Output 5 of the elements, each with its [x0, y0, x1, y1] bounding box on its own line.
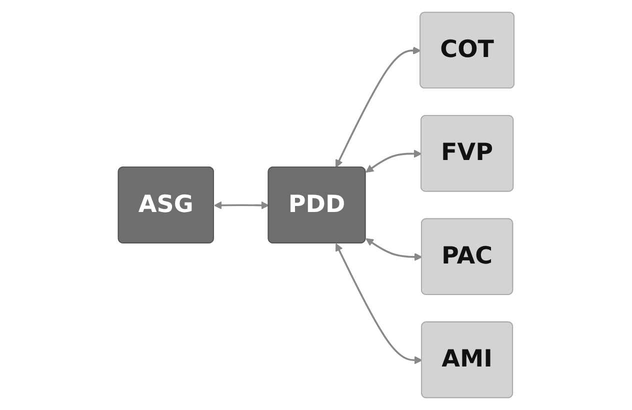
arrow: [214, 201, 269, 210]
arrow: [335, 243, 422, 364]
arrow: [365, 238, 422, 261]
arrow: [365, 150, 422, 173]
arrow: [335, 46, 421, 168]
